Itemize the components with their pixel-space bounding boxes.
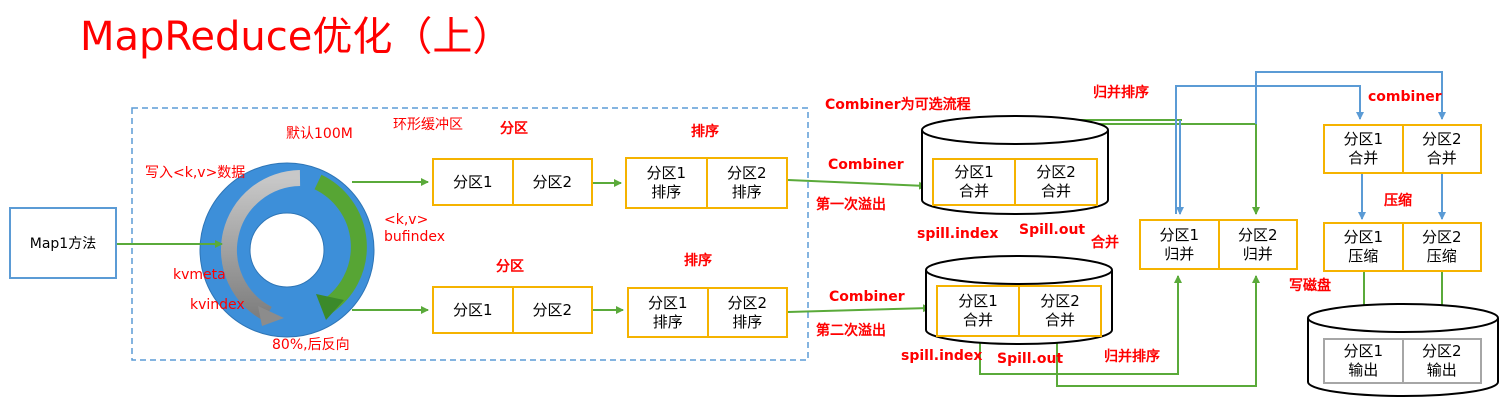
second-spill-label: 第二次溢出 xyxy=(816,323,886,339)
partition-cell: 分区1 xyxy=(452,172,493,191)
write-disk-label: 写磁盘 xyxy=(1289,278,1331,294)
gray-arrow-icon xyxy=(221,170,301,322)
reverse-80-label: 80%,后反向 xyxy=(272,337,350,353)
kvindex-label: kvindex xyxy=(190,297,245,313)
combiner-lower-label: combiner xyxy=(1368,89,1442,105)
default-100m-label: 默认100M xyxy=(286,126,353,142)
map-task-boundary xyxy=(131,107,809,361)
partition-bottom-label: 分区 xyxy=(496,259,524,275)
first-spill-label: 第一次溢出 xyxy=(816,197,886,213)
merge-label: 合并 xyxy=(1091,235,1119,251)
partition-box-bottom: 分区1 分区2 xyxy=(432,286,593,334)
green-arrow-icon xyxy=(314,174,367,313)
map-method-label: Map1方法 xyxy=(29,236,97,252)
page-title: MapReduce优化（上） xyxy=(80,14,513,60)
spill-out-2-label: Spill.out xyxy=(997,351,1064,367)
partition-box-top: 分区1 分区2 xyxy=(432,158,593,206)
partition-top-label: 分区 xyxy=(500,121,528,137)
ring-buffer-label: 环形缓冲区 xyxy=(393,117,463,133)
write-kv-label: 写入<k,v>数据 xyxy=(145,165,246,181)
ring-buffer xyxy=(199,162,375,338)
combiner-1-label: Combiner xyxy=(828,157,904,173)
spill-index-1-label: spill.index xyxy=(917,226,999,242)
sort-bottom-label: 排序 xyxy=(684,253,712,269)
merge-sort-top-label: 归并排序 xyxy=(1093,85,1149,101)
kv-bufindex-label: <k,v> bufindex xyxy=(384,212,445,245)
compress-label: 压缩 xyxy=(1384,193,1412,209)
combiner-2-label: Combiner xyxy=(829,289,905,305)
map-method-box: Map1方法 xyxy=(9,207,117,279)
combiner-optional-label: Combiner为可选流程 xyxy=(825,97,971,113)
merge-sort-bottom-label: 归并排序 xyxy=(1104,349,1160,365)
kvmeta-label: kvmeta xyxy=(173,267,226,283)
sort-top-label: 排序 xyxy=(691,124,719,140)
spill-index-2-label: spill.index xyxy=(901,348,983,364)
blue-flow xyxy=(1175,71,1446,220)
spill-out-1-label: Spill.out xyxy=(1019,222,1086,238)
partition-cell: 分区2 xyxy=(511,288,592,332)
partition-cell: 分区2 xyxy=(511,160,592,204)
partition-cell: 分区1 xyxy=(452,300,493,319)
